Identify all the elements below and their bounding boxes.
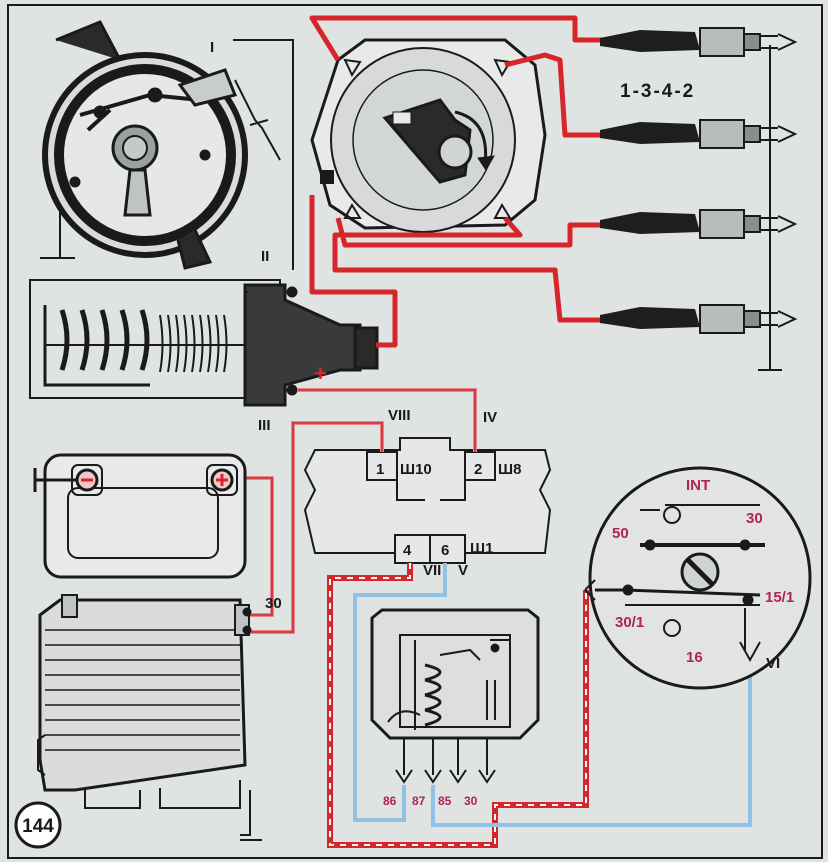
switch-30-1-label: 30/1 bbox=[615, 614, 644, 631]
pin-1-label: 1 bbox=[376, 461, 384, 478]
firing-order-label: 1-3-4-2 bbox=[620, 81, 695, 102]
spark-plug-icon bbox=[600, 27, 798, 57]
label-roman-VII: VII bbox=[423, 562, 441, 579]
switch-50-label: 50 bbox=[612, 525, 629, 542]
spark-plugs bbox=[600, 27, 798, 371]
label-roman-III: III bbox=[258, 417, 271, 434]
plug-sh10-label: Ш10 bbox=[400, 461, 432, 478]
pin-6-label: 6 bbox=[441, 542, 449, 559]
relay-pin-87-label: 87 bbox=[412, 794, 426, 808]
generator-terminal-label: 30 bbox=[265, 595, 282, 612]
figure-number: 144 bbox=[22, 816, 54, 837]
generator-icon bbox=[37, 594, 262, 841]
ignition-coil-icon bbox=[29, 279, 379, 407]
connector-block bbox=[303, 437, 552, 564]
relay-wires bbox=[327, 563, 752, 848]
plug-sh1-label: Ш1 bbox=[470, 540, 493, 557]
relay-pin-86-label: 86 bbox=[383, 794, 397, 808]
switch-int-label: INT bbox=[686, 477, 710, 494]
label-roman-II: II bbox=[261, 248, 269, 265]
spark-plug-icon bbox=[600, 209, 798, 239]
ignition-switch-icon bbox=[584, 466, 812, 690]
label-roman-V: V bbox=[458, 562, 468, 579]
label-roman-VI: VI bbox=[766, 655, 780, 672]
relay-pin-85-label: 85 bbox=[438, 794, 452, 808]
distributor-icon bbox=[40, 20, 294, 270]
pin-4-label: 4 bbox=[403, 542, 412, 559]
label-roman-I: I bbox=[210, 39, 214, 56]
battery-icon bbox=[33, 453, 247, 579]
relay-pin-30-label: 30 bbox=[464, 794, 478, 808]
switch-16-label: 16 bbox=[686, 649, 703, 666]
spark-plug-icon bbox=[600, 119, 798, 149]
switch-15-1-label: 15/1 bbox=[765, 589, 794, 606]
figure-frame bbox=[7, 4, 823, 859]
label-roman-VIII: VIII bbox=[388, 407, 411, 424]
figure-number-badge: 144 bbox=[14, 801, 62, 849]
high-tension-wires bbox=[309, 15, 605, 348]
relay-icon bbox=[370, 608, 540, 784]
spark-plug-icon bbox=[600, 304, 798, 334]
ground-line bbox=[758, 45, 782, 371]
coil-plus-sign: + bbox=[314, 361, 327, 386]
plug-sh8-label: Ш8 bbox=[498, 461, 521, 478]
label-roman-IV: IV bbox=[483, 409, 497, 426]
distributor-cap-icon bbox=[310, 38, 547, 233]
switch-30-label: 30 bbox=[746, 510, 763, 527]
pin-2-label: 2 bbox=[474, 461, 482, 478]
